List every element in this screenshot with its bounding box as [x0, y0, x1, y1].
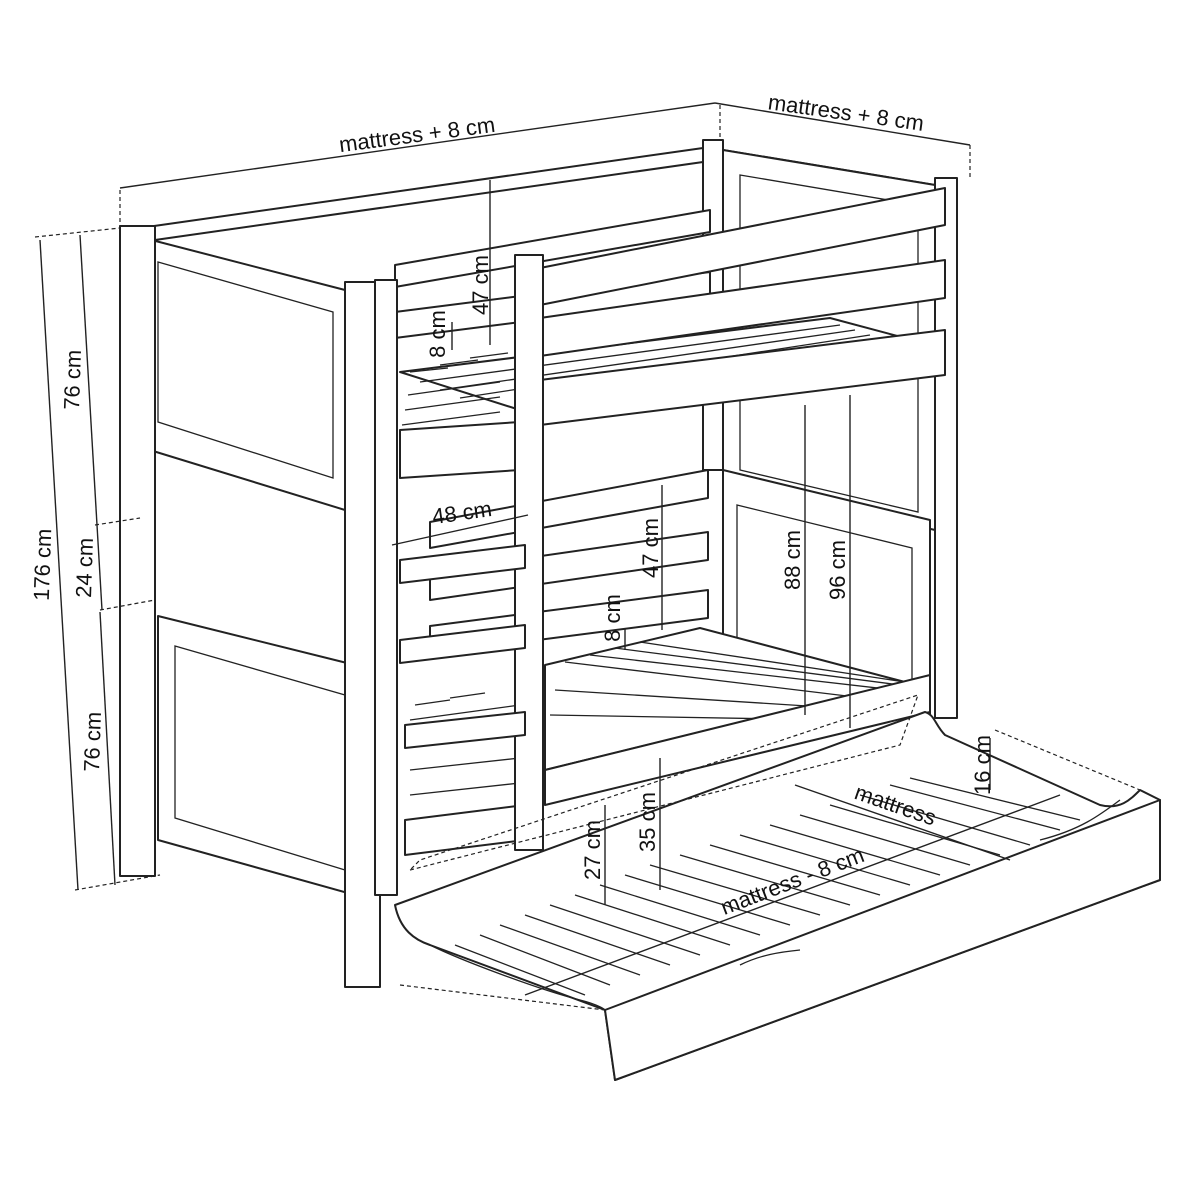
label-upper-slat-gap: 8 cm — [425, 310, 450, 358]
label-drawer-27: 27 cm — [580, 820, 605, 880]
front-long-rails — [399, 187, 946, 856]
label-clearance-96: 96 cm — [825, 540, 850, 600]
label-lower-head-height: 76 cm — [79, 711, 106, 772]
label-upper-rail-height: 47 cm — [468, 255, 493, 315]
label-middle-gap: 24 cm — [71, 537, 98, 598]
front-left-head-panel-lower — [157, 615, 356, 896]
dashed-guides — [34, 105, 1141, 1011]
label-drawer-16: 16 cm — [970, 735, 995, 795]
label-drawer-35: 35 cm — [635, 792, 660, 852]
ladder — [399, 254, 544, 851]
label-upper-head-height: 76 cm — [59, 349, 86, 410]
label-total-height: 176 cm — [29, 528, 57, 601]
front-left-head-panel-upper — [139, 236, 346, 511]
label-lower-slat-gap: 8 cm — [600, 594, 625, 642]
front-posts — [119, 225, 398, 988]
lower-slats — [409, 627, 906, 796]
label-length-top: mattress + 8 cm — [338, 112, 497, 157]
drawer — [394, 711, 1161, 1081]
dimension-lines — [39, 102, 1061, 996]
label-width-top: mattress + 8 cm — [767, 89, 926, 136]
label-lower-rail-height: 47 cm — [638, 518, 663, 578]
label-clearance-88: 88 cm — [780, 530, 805, 590]
